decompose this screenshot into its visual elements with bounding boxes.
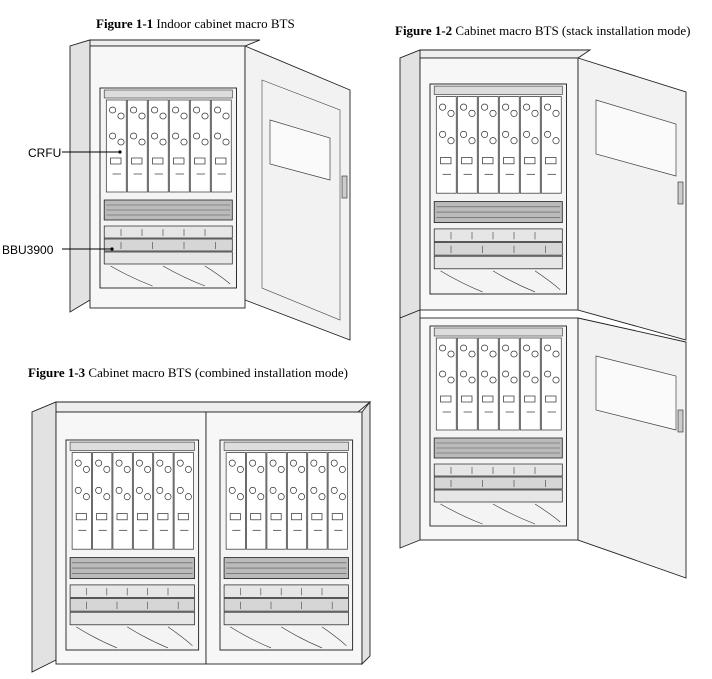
figure-1-3-caption: Figure 1-3 Cabinet macro BTS (combined i…	[28, 365, 348, 381]
figure-1-1-caption: Figure 1-1 Indoor cabinet macro BTS	[96, 16, 295, 32]
figure-1-2-title: Cabinet macro BTS (stack installation mo…	[455, 23, 691, 38]
figure-1-2-stacked-cabinets	[399, 49, 687, 579]
bbu3900-callout-label: BBU3900	[2, 243, 54, 257]
figure-1-2-caption: Figure 1-2 Cabinet macro BTS (stack inst…	[395, 23, 690, 39]
crfu-callout-label: CRFU	[28, 146, 62, 160]
figure-1-1-title: Indoor cabinet macro BTS	[156, 16, 295, 31]
figure-1-3-title: Cabinet macro BTS (combined installation…	[88, 365, 349, 380]
figure-1-1-cabinet	[69, 39, 351, 341]
figure-1-3-combined-cabinets	[31, 400, 372, 673]
figure-1-2-number: Figure 1-2	[395, 23, 453, 38]
figure-1-1-number: Figure 1-1	[96, 16, 154, 31]
figure-1-3-number: Figure 1-3	[28, 365, 86, 380]
